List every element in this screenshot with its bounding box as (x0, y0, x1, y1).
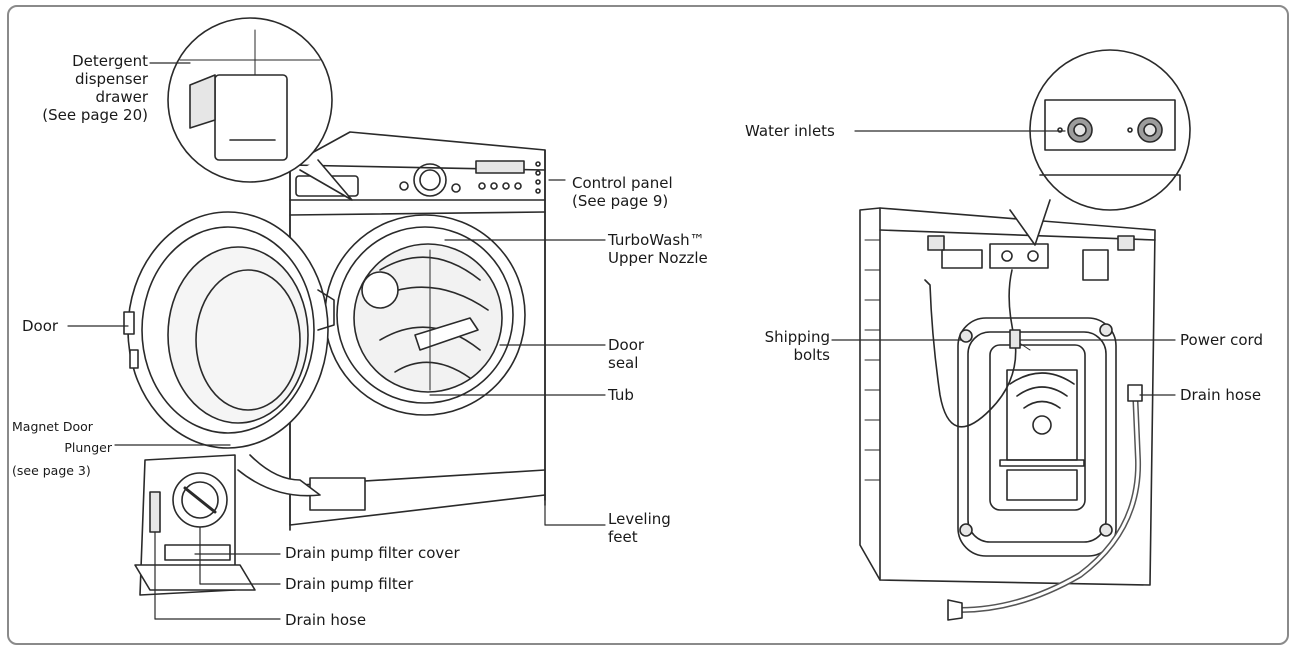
label-door-seal-line2: seal (608, 354, 639, 372)
label-magnet-line3: (see page 3) (12, 463, 91, 478)
rear-washer (831, 49, 1191, 621)
shipping-bolts (959, 323, 1113, 537)
label-tub: Tub (608, 386, 634, 404)
detergent-zoom-bubble (167, 17, 353, 201)
control-panel (399, 160, 541, 197)
front-leader-lines (67, 62, 606, 620)
power-cord (924, 269, 1017, 428)
label-power-cord: Power cord (1180, 331, 1263, 349)
diagram-frame (7, 5, 1289, 645)
label-magnet-line2: Plunger (64, 440, 112, 455)
drain-pump-zoom (134, 454, 321, 596)
label-leveling-feet: Leveling feet (608, 510, 671, 546)
label-detergent-line4: (See page 20) (42, 106, 148, 124)
label-shipping-bolts: Shipping bolts (740, 328, 830, 364)
label-control-panel-line1: Control panel (572, 174, 673, 192)
water-inlets-zoom-bubble (1009, 49, 1191, 246)
label-detergent-line2: dispenser (75, 70, 148, 88)
label-leveling-line1: Leveling (608, 510, 671, 528)
label-turbowash-line2: Upper Nozzle (608, 249, 708, 267)
label-door-seal: Door seal (608, 336, 644, 372)
label-detergent-line1: Detergent (72, 52, 148, 70)
front-washer (67, 17, 606, 620)
label-door: Door (22, 317, 59, 335)
label-magnet-line1: Magnet Door (12, 419, 93, 434)
label-shipping-line1: Shipping (764, 328, 830, 346)
label-leveling-line2: feet (608, 528, 638, 546)
label-detergent-line3: drawer (95, 88, 148, 106)
label-detergent-dispenser: Detergent dispenser drawer (See page 20) (20, 52, 148, 124)
label-control-panel: Control panel (See page 9) (572, 174, 673, 210)
label-drain-pump-filter: Drain pump filter (285, 575, 414, 593)
label-drain-hose-rear: Drain hose (1180, 386, 1262, 404)
label-drain-pump-filter-cover: Drain pump filter cover (285, 544, 460, 562)
label-control-panel-line2: (See page 9) (572, 192, 669, 210)
label-turbowash-line1: TurboWash™ (608, 231, 705, 249)
rear-leader-lines (831, 130, 1176, 396)
label-turbowash-nozzle: TurboWash™ Upper Nozzle (608, 231, 708, 267)
label-shipping-line2: bolts (793, 346, 830, 364)
label-door-seal-line1: Door (608, 336, 645, 354)
label-drain-hose-front: Drain hose (285, 611, 367, 629)
label-water-inlets: Water inlets (745, 122, 835, 140)
label-magnet-door-plunger: Magnet Door Plunger (see page 3) (12, 418, 112, 479)
door (123, 211, 335, 449)
